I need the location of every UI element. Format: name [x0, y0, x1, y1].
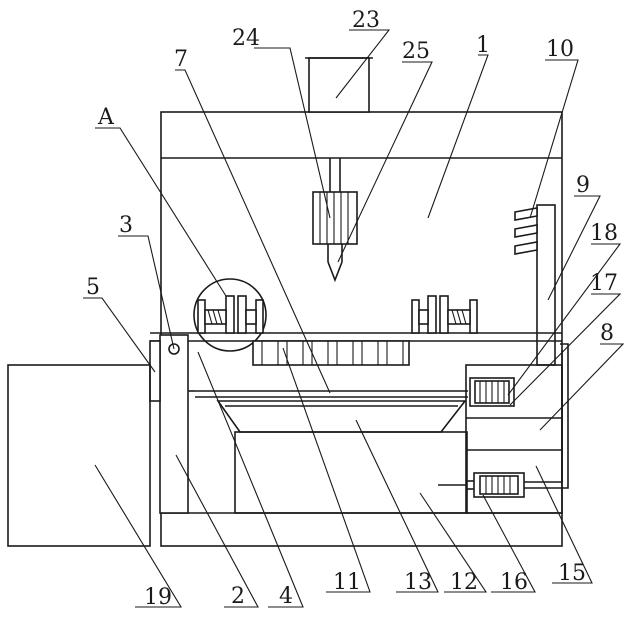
label-3: 3: [119, 213, 133, 238]
left-column: [150, 335, 195, 513]
label-5: 5: [86, 275, 100, 300]
label-4: 4: [279, 584, 293, 609]
label-25: 25: [402, 39, 430, 64]
label-17: 17: [590, 271, 618, 296]
label-A: A: [97, 105, 115, 130]
label-16: 16: [500, 570, 528, 595]
cutter-assembly: [313, 158, 357, 280]
label-23: 23: [352, 8, 380, 33]
label-24: 24: [232, 26, 260, 51]
label-1: 1: [476, 33, 490, 58]
feed-hopper: [305, 58, 373, 112]
label-18: 18: [590, 221, 618, 246]
clamp-right: [412, 296, 477, 333]
label-13: 13: [404, 570, 432, 595]
collection-tray: [218, 401, 467, 513]
filter-grid: [253, 341, 409, 365]
work-platform: [150, 333, 562, 341]
right-compartment: [438, 344, 568, 513]
external-box: [8, 365, 150, 546]
guide-plate: [195, 391, 468, 397]
label-19: 19: [144, 585, 172, 610]
label-10: 10: [546, 37, 574, 62]
label-15: 15: [558, 561, 586, 586]
label-2: 2: [231, 584, 245, 609]
label-12: 12: [450, 570, 478, 595]
label-11: 11: [333, 570, 361, 595]
label-7: 7: [174, 47, 188, 72]
label-9: 9: [576, 173, 590, 198]
label-8: 8: [600, 321, 614, 346]
